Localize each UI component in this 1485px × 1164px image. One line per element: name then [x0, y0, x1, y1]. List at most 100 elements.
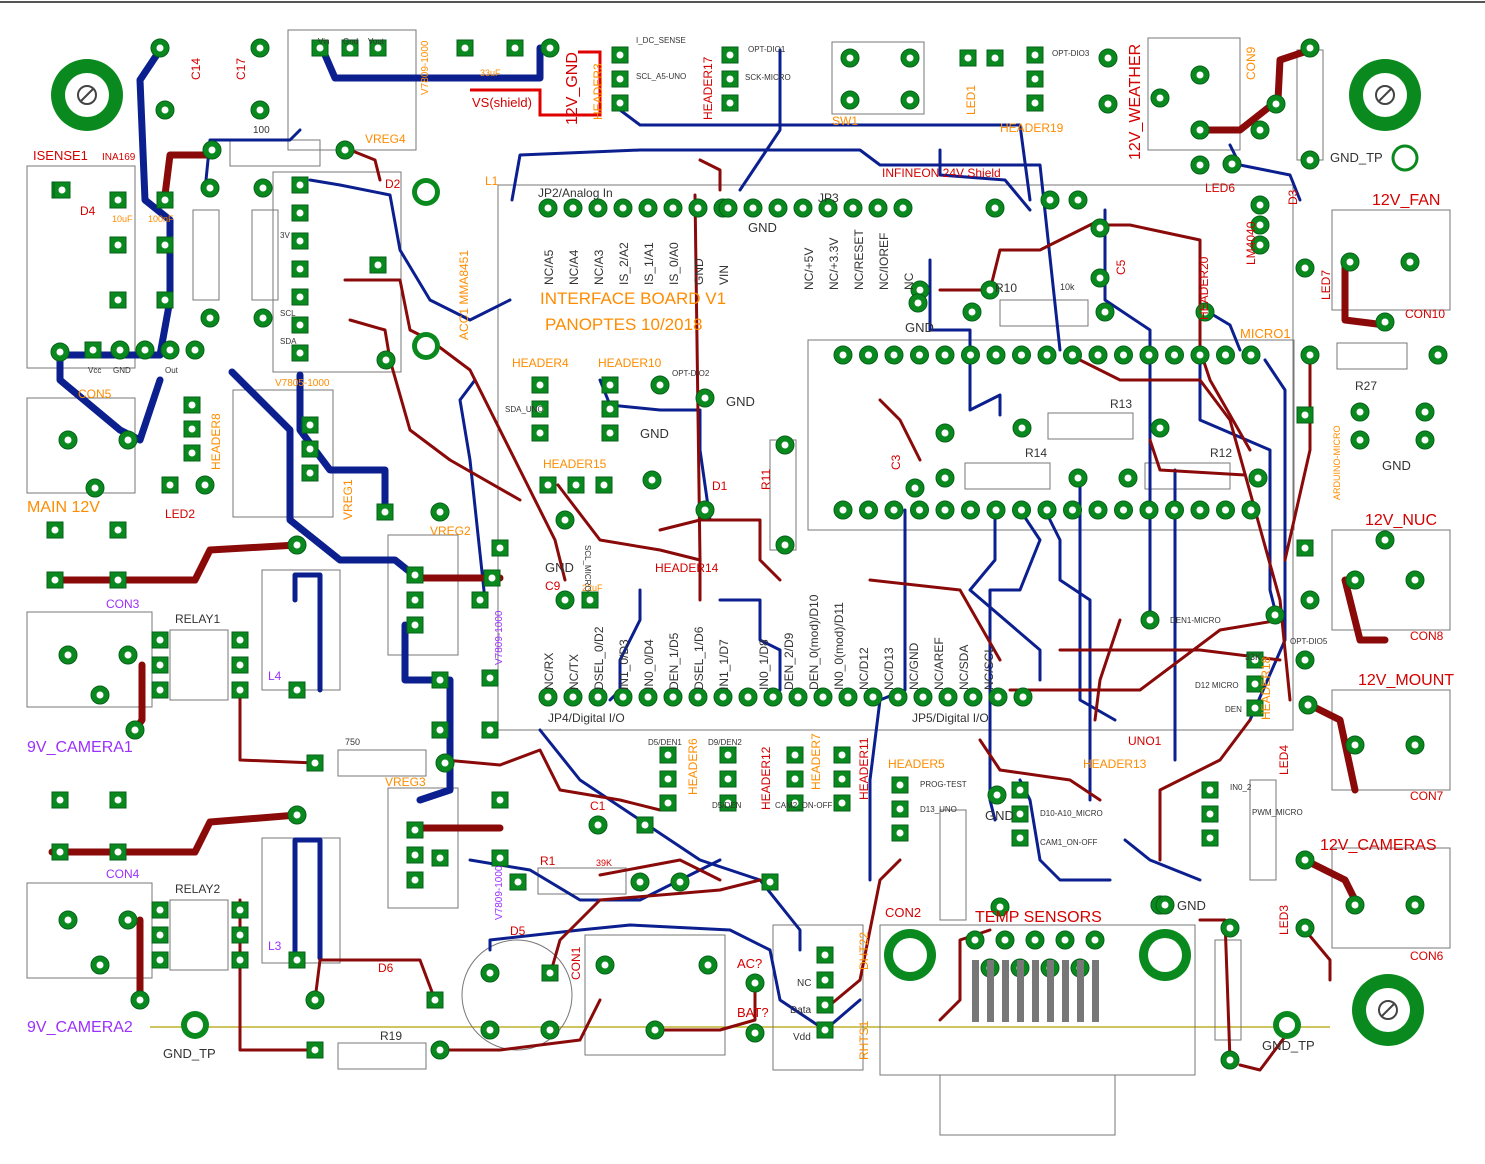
svg-text:HEADER10: HEADER10	[598, 356, 662, 370]
pad-hole	[374, 44, 382, 52]
pad-hole	[114, 796, 122, 804]
pad-hole	[839, 506, 847, 514]
pad-hole	[1254, 474, 1262, 482]
svg-text:CON10: CON10	[1405, 307, 1445, 321]
pad-hole	[544, 204, 552, 212]
pad-hole	[781, 441, 789, 449]
pad-hole	[751, 979, 759, 987]
svg-text:OPT-DIO2: OPT-DIO2	[672, 369, 710, 378]
pad-hole	[311, 759, 319, 767]
pad-hole	[201, 481, 209, 489]
pad-hole	[1256, 221, 1264, 229]
pad-hole	[1069, 351, 1076, 359]
pad-hole	[606, 381, 614, 389]
pad-hole	[569, 693, 577, 701]
pad-hole	[293, 541, 301, 549]
pad-hole	[114, 848, 122, 856]
pad-hole	[769, 693, 777, 701]
label-camera1: 9V_CAMERA1	[27, 739, 133, 756]
pad-hole	[994, 693, 1002, 701]
svg-text:D13_UNO: D13_UNO	[920, 805, 957, 814]
pad-hole	[496, 796, 504, 804]
pad-hole	[971, 936, 979, 944]
svg-text:ACC1 MMA8451: ACC1 MMA8451	[457, 250, 471, 340]
pad-hole	[1016, 810, 1024, 818]
pad-hole	[116, 346, 124, 354]
pad-hole	[306, 421, 314, 429]
pad-hole	[486, 1026, 494, 1034]
pad-hole	[1247, 506, 1255, 514]
pad-hole	[766, 878, 774, 886]
pad-hole	[436, 726, 444, 734]
shield-outline	[470, 50, 602, 117]
pad-hole	[544, 481, 552, 489]
pad-hole	[1256, 201, 1264, 209]
pad-hole	[293, 686, 301, 694]
pad-hole	[236, 686, 244, 694]
pad-hole	[381, 508, 389, 516]
pad-hole	[141, 346, 149, 354]
svg-text:CON7: CON7	[1410, 789, 1444, 803]
pad-hole	[156, 44, 164, 52]
svg-text:R12: R12	[1210, 446, 1232, 460]
pad-hole	[791, 775, 799, 783]
svg-text:39K: 39K	[596, 858, 612, 868]
pad-hole	[724, 204, 732, 212]
pin-label: NC/+3.3V	[827, 238, 841, 290]
svg-text:D3: D3	[1286, 189, 1300, 205]
label-isense-part: INA169	[102, 152, 136, 163]
pad-hole	[636, 878, 644, 886]
pad-hole	[188, 449, 196, 457]
pad-hole	[964, 54, 972, 62]
pad-hole	[293, 811, 301, 819]
svg-text:D10-A10_MICRO: D10-A10_MICRO	[1040, 809, 1103, 818]
db9-connector	[972, 960, 1099, 1022]
svg-text:JP4/Digital I/O: JP4/Digital I/O	[548, 711, 625, 725]
svg-text:OPT-DIO3: OPT-DIO3	[1052, 49, 1090, 58]
svg-text:CAM2_ON-OFF: CAM2_ON-OFF	[775, 801, 832, 810]
svg-text:100: 100	[253, 125, 270, 136]
pad-hole	[1226, 924, 1234, 932]
pad-hole	[476, 596, 484, 604]
pad-hole	[992, 506, 1000, 514]
pin-label: NC/D12	[857, 647, 871, 690]
pad-hole	[1016, 786, 1024, 794]
pad-hole	[896, 829, 904, 837]
pad-hole	[969, 693, 977, 701]
board-title: INTERFACE BOARD V1	[540, 289, 726, 308]
pad-hole	[161, 196, 169, 204]
pad-hole	[1222, 506, 1229, 514]
pad-hole	[411, 876, 419, 884]
svg-text:10k: 10k	[1060, 282, 1075, 292]
pad-hole	[824, 204, 832, 212]
pad-hole	[1061, 936, 1069, 944]
pad-hole	[1206, 834, 1214, 842]
pad-hole	[1306, 351, 1314, 359]
svg-text:LED7: LED7	[1319, 270, 1333, 300]
pad-hole	[619, 693, 627, 701]
pad-hole	[751, 1029, 759, 1037]
pad-hole	[436, 676, 444, 684]
svg-text:22uF: 22uF	[582, 583, 603, 593]
pad-hole	[991, 204, 999, 212]
svg-text:AC?: AC?	[737, 956, 762, 971]
pad-hole	[890, 506, 898, 514]
pin-label: NC/A3	[592, 249, 606, 285]
pad-hole	[1251, 656, 1259, 664]
label-isense: ISENSE1	[33, 148, 88, 163]
label-camera2: 9V_CAMERA2	[27, 1019, 133, 1036]
svg-text:CON9: CON9	[1244, 46, 1258, 80]
pad-hole	[114, 196, 122, 204]
pad-hole	[188, 425, 196, 433]
pad-hole	[156, 636, 164, 644]
pad-hole	[819, 693, 827, 701]
pad-hole	[1381, 536, 1389, 544]
pad-hole	[941, 351, 949, 359]
label-12v-gnd: 12V_GND	[564, 52, 581, 125]
pad-hole	[669, 693, 677, 701]
pad-hole	[941, 429, 949, 437]
label-temp-sensors: TEMP SENSORS	[975, 909, 1102, 926]
svg-text:LED4: LED4	[1277, 745, 1291, 775]
pin-label: NC/TX	[567, 654, 581, 690]
